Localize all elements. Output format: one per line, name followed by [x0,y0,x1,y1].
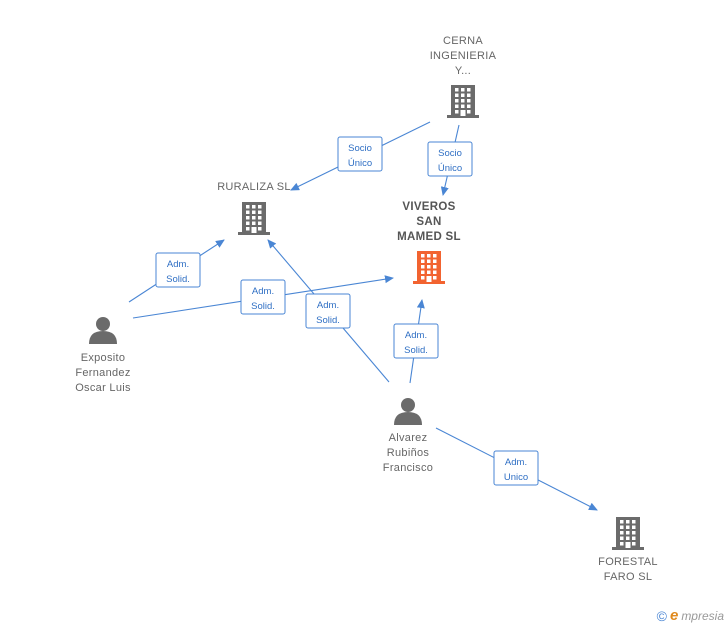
node-label: SAN [416,216,441,228]
building-icon [238,202,270,235]
building-icon [413,251,445,284]
copyright-symbol: © [656,607,667,624]
edge-label-text: Único [348,158,372,169]
edge-label-box [240,279,286,315]
node-label: FARO SL [604,571,653,583]
building-icon [447,85,479,118]
node-label: Exposito [81,352,126,364]
node-label: VIVEROS [402,201,455,213]
node-forestal[interactable]: FORESTAL FARO SL [598,517,658,583]
person-icon [89,317,117,344]
edge-label-box [305,293,351,329]
edge-label-text: Adm. [167,259,189,270]
building-icon [612,517,644,550]
edge-alvarez-to-forestal[interactable]: Adm. Unico [435,427,598,511]
node-label: Fernandez [75,367,130,379]
edge-label-text: Adm. [317,300,339,311]
edge-label-text: Adm. [252,286,274,297]
node-label: RURALIZA SL [217,181,291,193]
edge-label-box [393,323,439,359]
node-label: Francisco [383,462,433,474]
node-label: INGENIERIA [430,50,497,62]
edge-label-box [155,252,201,288]
edge-label-text: Solid. [404,345,428,356]
edges-layer: SocioÚnicoSocioÚnicoAdm.Solid.Adm.Solid.… [128,121,598,511]
edge-label-box [427,141,473,177]
node-label: Y... [455,65,471,77]
edge-label-text: Socio [348,143,372,154]
node-label: FORESTAL [598,556,658,568]
edge-alvarez-to-ruraliza[interactable]: Adm. Solid. [267,239,390,383]
node-label: Oscar Luis [75,382,131,394]
edge-label-text: Socio [438,148,462,159]
edge-label-text: Adm. [505,457,527,468]
node-label: Alvarez [389,432,428,444]
edge-label-box [337,136,383,172]
node-ruraliza[interactable]: RURALIZA SL [217,181,291,235]
edge-label-text: Solid. [316,315,340,326]
node-label: Rubiños [387,447,430,459]
edge-label-text: Único [438,163,462,174]
edge-label-text: Solid. [251,301,275,312]
node-label: CERNA [443,35,483,47]
node-cerna[interactable]: CERNA INGENIERIA Y... [430,35,497,118]
edge-label-text: Solid. [166,274,190,285]
person-icon [394,398,422,425]
brand-logo-initial: e [669,607,679,624]
edge-exposito-to-viveros[interactable]: Adm. Solid. [132,275,394,319]
edge-label-box [493,450,539,486]
edge-exposito-to-ruraliza[interactable]: Adm. Solid. [128,239,225,303]
node-label: MAMED SL [397,231,461,243]
edge-alvarez-to-viveros[interactable]: Adm. Solid. [393,299,439,384]
node-viveros[interactable]: VIVEROS SAN MAMED SL [397,201,461,284]
brand-logo-text: mpresia [681,608,724,623]
edge-label-text: Unico [504,472,528,483]
edge-label-text: Adm. [405,330,427,341]
nodes-layer: CERNA INGENIERIA Y... RURALIZA SL VIVEROS SAN… [75,35,658,583]
